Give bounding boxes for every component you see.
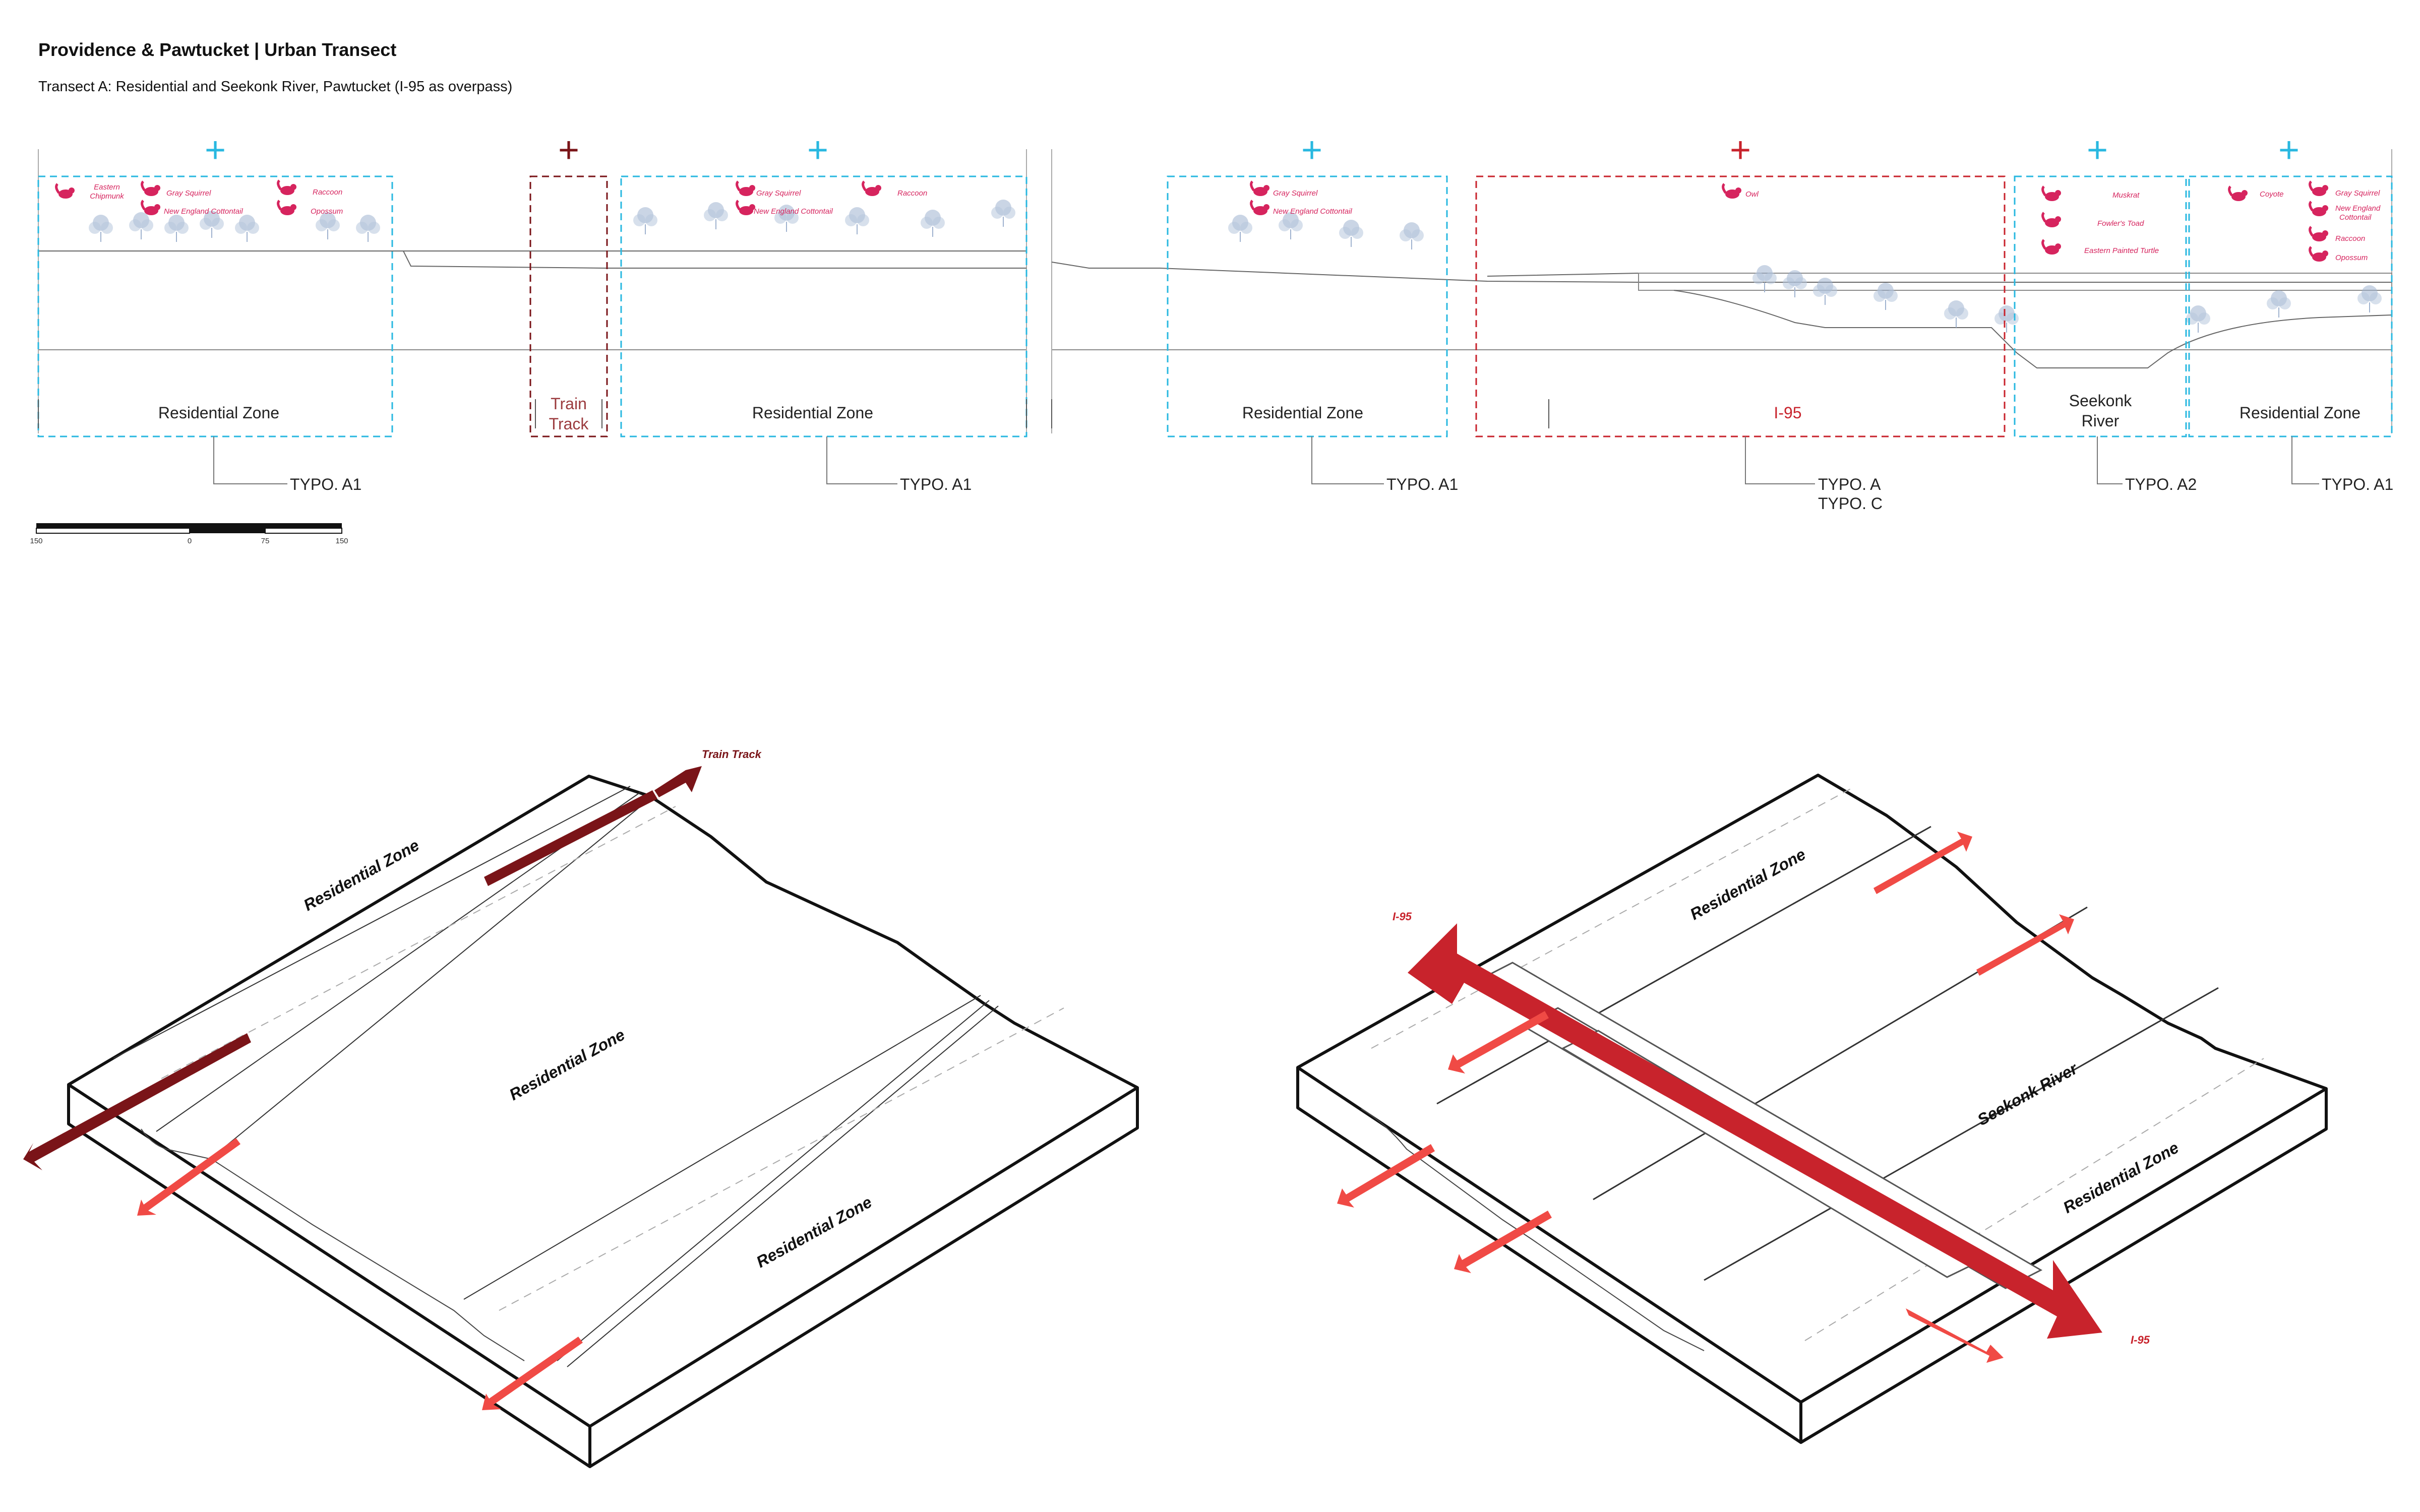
zone-label: River — [2082, 412, 2120, 430]
typology-label: TYPO. A1 — [2322, 475, 2393, 493]
plus-icon: + — [807, 130, 828, 170]
species-label: New England — [2335, 204, 2381, 213]
scale-tick: 0 — [188, 537, 192, 545]
species-label: Eastern Painted Turtle — [2084, 246, 2159, 255]
zone-label: Residential Zone — [752, 404, 873, 422]
zone-box-residential-4 — [2188, 175, 2393, 437]
coyote-icon — [2229, 186, 2248, 201]
raccoon-icon — [278, 180, 296, 195]
zone-box-seekonk-river — [2014, 175, 2187, 437]
opossum-icon — [278, 201, 296, 215]
zone-label: Residential Zone — [158, 404, 279, 422]
squirrel-icon — [737, 181, 755, 196]
crossing-arrow — [1448, 1011, 1549, 1074]
isometric-block-right: I-95 I-95 Residential Zone Seekonk River… — [1296, 774, 2328, 1444]
i95-arrow — [1408, 923, 2102, 1339]
species-label: Gray Squirrel — [1273, 189, 1318, 198]
plus-icon: + — [205, 130, 226, 170]
plus-icon: + — [2087, 130, 2108, 170]
crossing-arrow — [1337, 1144, 1435, 1208]
scale-tick: 150 — [30, 537, 42, 545]
plus-icon: + — [2278, 130, 2300, 170]
squirrel-icon — [142, 181, 160, 196]
typology-label: TYPO. A1 — [290, 475, 361, 493]
typology-label: TYPO. C — [1818, 494, 1883, 513]
plus-icon: + — [1301, 130, 1322, 170]
arrow-label: I-95 — [1393, 910, 1412, 923]
toad-icon — [2043, 213, 2061, 227]
zone-box-train-track — [529, 175, 608, 437]
typology-label: TYPO. A — [1818, 475, 1881, 493]
crossing-arrow — [1976, 914, 2074, 976]
species-label: Fowler's Toad — [2097, 219, 2144, 228]
typology-label: TYPO. A1 — [900, 475, 972, 493]
zone-label: Track — [549, 415, 589, 433]
cottontail-icon — [2310, 202, 2328, 216]
species-label: Cottontail — [2339, 213, 2372, 222]
crossing-arrow — [482, 1337, 583, 1410]
cottontail-icon — [737, 201, 755, 215]
chipmunk-icon — [56, 184, 75, 199]
species-label: New England Cottontail — [1273, 207, 1352, 216]
species-label: Owl — [1745, 190, 1759, 199]
typology-label: TYPO. A2 — [2125, 475, 2197, 493]
species-label: New England Cottontail — [754, 207, 833, 216]
species-label: Gray Squirrel — [756, 189, 801, 198]
zone-label: I-95 — [1774, 404, 1801, 422]
page-title: Providence & Pawtucket | Urban Transect — [38, 39, 397, 60]
species-label: Chipmunk — [90, 192, 125, 201]
plus-icon: + — [558, 130, 579, 170]
species-label: Raccoon — [313, 188, 342, 197]
page-subtitle: Transect A: Residential and Seekonk Rive… — [38, 79, 513, 95]
zone-label: Residential Zone — [1242, 404, 1363, 422]
species-label: Raccoon — [897, 189, 927, 198]
species-label: Muskrat — [2112, 191, 2140, 200]
muskrat-icon — [2043, 186, 2061, 201]
zone-box-i95 — [1475, 175, 2006, 437]
owl-icon — [1723, 184, 1741, 199]
species-label: Opossum — [311, 207, 343, 216]
zone-label: Residential Zone — [2240, 404, 2361, 422]
zone-box-residential-1 — [37, 175, 393, 437]
crossing-arrow — [137, 1138, 240, 1216]
zone-box-residential-2 — [620, 175, 1027, 437]
typology-label: TYPO. A1 — [1386, 475, 1458, 493]
transect-section: + + + + + + + Eastern Chipmunk Gray Squi… — [37, 130, 2393, 513]
raccoon-icon — [863, 181, 881, 196]
cottontail-icon — [1251, 201, 1269, 215]
species-label: Raccoon — [2335, 234, 2365, 243]
scale-tick: 150 — [335, 537, 348, 545]
zone-label: Train — [551, 395, 587, 413]
turtle-icon — [2043, 240, 2061, 255]
arrow-label: Train Track — [702, 748, 762, 761]
species-label: New England Cottontail — [164, 207, 243, 216]
species-label: Gray Squirrel — [2335, 189, 2380, 198]
crossing-arrow — [1906, 1308, 2004, 1363]
crossing-arrow — [1454, 1211, 1552, 1273]
isometric-block-left: Train Track Residential Zone Residential… — [23, 748, 1139, 1468]
train-track-arrow — [654, 766, 702, 797]
squirrel-icon — [2310, 181, 2328, 196]
species-label: Opossum — [2335, 254, 2368, 262]
zone-box-residential-3 — [1167, 175, 1448, 437]
zone-label: Seekonk — [2069, 392, 2133, 410]
squirrel-icon — [1251, 181, 1269, 196]
scale-bar: 150 0 75 150 — [30, 523, 348, 545]
scale-tick: 75 — [261, 537, 270, 545]
plus-icon: + — [1730, 130, 1751, 170]
raccoon-icon — [2310, 227, 2328, 241]
opossum-icon — [2310, 247, 2328, 262]
species-label: Gray Squirrel — [166, 189, 211, 198]
train-track-arrow — [23, 1033, 251, 1170]
arrow-label: I-95 — [2131, 1334, 2150, 1346]
crossing-arrow — [1873, 832, 1972, 894]
species-label: Eastern — [94, 183, 120, 192]
species-label: Coyote — [2260, 190, 2284, 199]
